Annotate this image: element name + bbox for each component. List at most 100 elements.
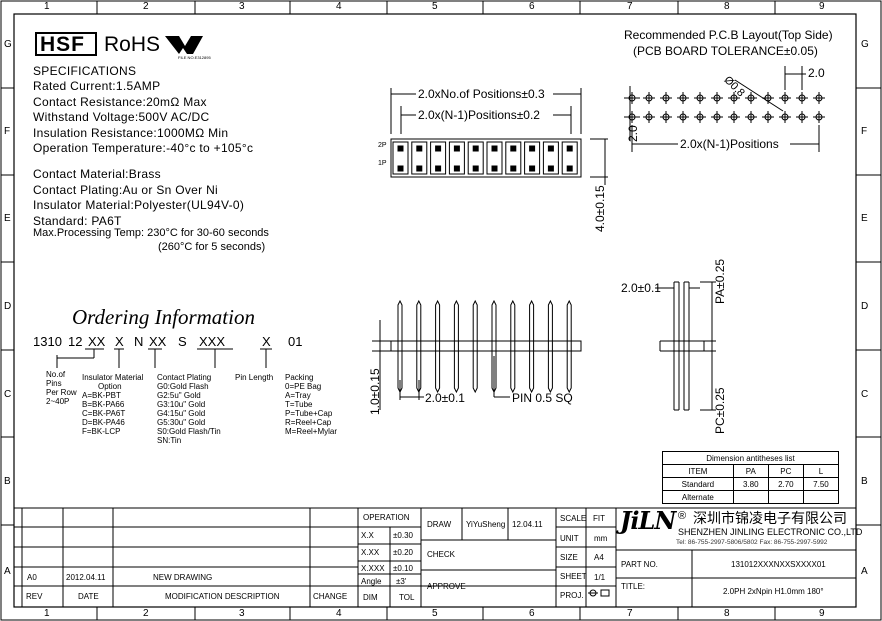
tol-dim: Angle xyxy=(361,577,382,586)
grid-column-label: 3 xyxy=(239,1,245,12)
spec-line: Rated Current:1.5AMP xyxy=(33,79,161,93)
ordering-code-4: X xyxy=(115,334,124,349)
ordering-code-10: 01 xyxy=(288,334,303,349)
dimension-list-table: Dimension antitheses list ITEM PA PC L S… xyxy=(662,451,840,504)
description-header: MODIFICATION DESCRIPTION xyxy=(165,592,280,601)
hsf-logo: HSF xyxy=(40,33,85,56)
dim-cell xyxy=(802,490,840,504)
grid-column-label: 7 xyxy=(627,608,633,619)
grid-row-label: C xyxy=(861,389,869,400)
note-line: Packing xyxy=(285,373,314,382)
dim-cell xyxy=(732,490,769,504)
scale-label: SCALE xyxy=(560,514,587,523)
material-line: Insulator Material:Polyester(UL94V-0) xyxy=(33,198,245,212)
pin-length-note: Pin Length xyxy=(235,373,274,382)
grid-column-label: 7 xyxy=(627,1,633,12)
grid-row-label: E xyxy=(4,213,11,224)
company-name-cn: 深圳市锦凌电子有限公司 xyxy=(693,511,847,527)
row-1p-label: 1P xyxy=(378,160,387,167)
sheet-value: 1/1 xyxy=(594,573,606,582)
dim-header: PC xyxy=(767,464,804,478)
note-line: B=BK-PA66 xyxy=(82,400,125,409)
dim-label: DIM xyxy=(363,593,378,602)
pc-label: PC±0.25 xyxy=(713,387,727,434)
ordering-code-6: XX xyxy=(149,334,167,349)
note-line: D=BK-PA46 xyxy=(82,418,125,427)
draw-label: DRAW xyxy=(427,520,452,529)
pcb-span-label: 2.0x(N-1)Positions xyxy=(680,137,779,151)
note-line: Insulator Material xyxy=(82,373,144,382)
company-contact: Tel: 86-755-2997-5806/5802 Fax: 86-755-2… xyxy=(676,539,828,546)
part-no-label: PART NO. xyxy=(621,560,658,569)
pcb-row-pitch-label: 2.0 xyxy=(626,125,640,142)
packing-note: Packing 0=PE Bag A=Tray T=Tube P=Tube+Ca… xyxy=(285,373,337,436)
grid-row-label: F xyxy=(4,126,11,137)
tol-value: ±0.20 xyxy=(393,548,413,557)
title-label: TITLE: xyxy=(621,582,646,591)
note-line: 2~40P xyxy=(46,397,70,406)
company-name-en: SHENZHEN JINLING ELECTRONIC CO.,LTD xyxy=(678,527,863,537)
grid-row-label: D xyxy=(861,301,869,312)
size-label: SIZE xyxy=(560,553,578,562)
ordering-code-9: X xyxy=(262,334,271,349)
side-pitch-label: 2.0±0.1 xyxy=(425,391,465,405)
grid-column-label: 5 xyxy=(432,1,438,12)
grid-column-label: 4 xyxy=(336,1,342,12)
dim-header: L xyxy=(802,464,840,478)
material-line: Standard: PA6T xyxy=(33,213,122,228)
note-line: M=Reel+Mylar xyxy=(285,427,338,436)
grid-column-label: 9 xyxy=(819,1,825,12)
note-line: A=Tray xyxy=(285,391,311,400)
pcb-title: Recommended P.C.B Layout(Top Side) xyxy=(624,28,833,42)
rev-date: 2012.04.11 xyxy=(66,573,106,582)
proj-label: PROJ. xyxy=(560,591,584,600)
ordering-code-1: 1310 xyxy=(33,334,62,349)
material-line: Contact Material:Brass xyxy=(33,167,161,181)
ordering-code-2: 12 xyxy=(68,334,83,349)
dim-cell: 2.70 xyxy=(767,477,804,491)
note-line: No.of xyxy=(46,370,66,379)
pcb-tolerance: (PCB BOARD TOLERANCE±0.05) xyxy=(633,44,818,58)
rohs-logo: RoHS xyxy=(104,33,161,56)
grid-column-label: 2 xyxy=(143,1,149,12)
ordering-code-5: N xyxy=(134,334,144,349)
grid-row-label: A xyxy=(4,566,11,577)
tol-dim: X.XXX xyxy=(361,564,385,573)
rev-value: A0 xyxy=(27,573,37,582)
ordering-code-7: S xyxy=(178,334,187,349)
note-line: G5:30u" Gold xyxy=(157,418,206,427)
insulator-note: Insulator Material Option A=BK-PBT B=BK-… xyxy=(82,373,143,436)
rev-header: REV xyxy=(26,592,43,601)
processing-temp-2: (260°C for 5 seconds) xyxy=(158,241,266,253)
dim-header: PA xyxy=(732,464,769,478)
spec-heading: SPECIFICATIONS xyxy=(33,64,137,78)
ordering-title: Ordering Information xyxy=(72,305,255,329)
processing-temp: Max.Processing Temp: 230°C for 30-60 sec… xyxy=(33,227,269,239)
grid-row-label: B xyxy=(4,476,11,487)
tol-value: ±3' xyxy=(396,577,407,586)
ul-mark xyxy=(165,36,203,54)
material-lines: Contact Material:Brass Contact Plating:A… xyxy=(33,167,244,229)
part-no-value: 131012XXXNXXSXXXX01 xyxy=(731,560,826,569)
grid-column-label: 1 xyxy=(44,608,50,619)
note-line: C=BK-PA6T xyxy=(82,409,126,418)
tol-dim: X.X xyxy=(361,531,374,540)
note-line: 0=PE Bag xyxy=(285,382,322,391)
change-header: CHANGE xyxy=(313,592,348,601)
scale-value: FIT xyxy=(593,514,605,523)
tol-value: ±0.30 xyxy=(393,531,413,540)
note-line: G3:10u" Gold xyxy=(157,400,206,409)
dim-list-title: Dimension antitheses list xyxy=(662,451,839,465)
pins-note: No.of Pins Per Row 2~40P xyxy=(46,370,77,406)
height-label: 4.0±0.15 xyxy=(593,185,607,232)
check-label: CHECK xyxy=(427,550,456,559)
grid-column-label: 8 xyxy=(724,1,730,12)
ordering-code-3: XX xyxy=(88,334,106,349)
note-line: S0:Gold Flash/Tin xyxy=(157,427,221,436)
dim-cell: Standard xyxy=(662,477,734,491)
pcb-pitch-label: 2.0 xyxy=(808,66,825,80)
size-value: A4 xyxy=(594,553,604,562)
grid-row-label: E xyxy=(861,213,868,224)
note-line: T=Tube xyxy=(285,400,313,409)
dim-cell: Alternate xyxy=(662,490,734,504)
